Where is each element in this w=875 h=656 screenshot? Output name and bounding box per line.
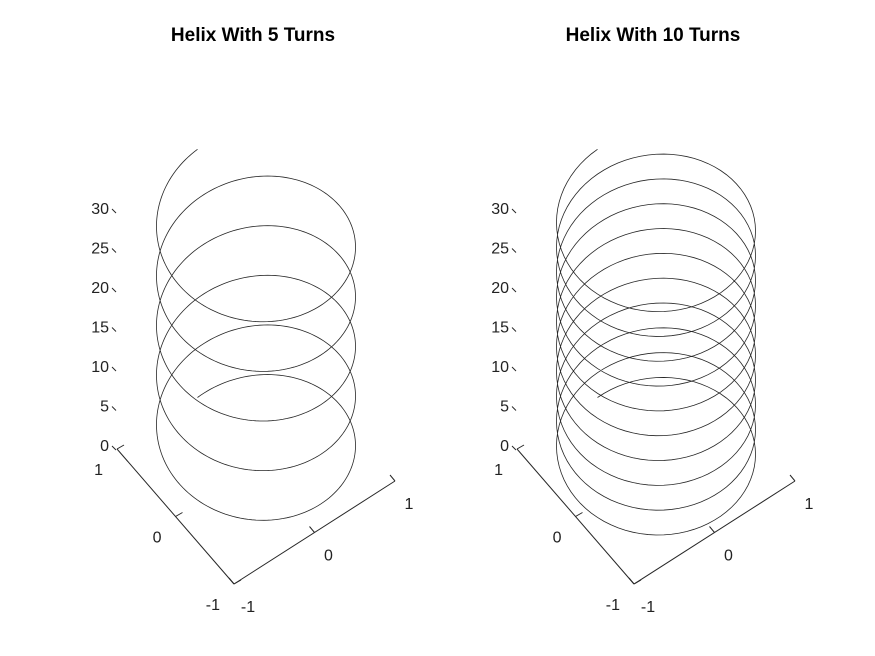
y-tick-mark bbox=[233, 579, 242, 585]
z-tick-label: 0 bbox=[100, 438, 109, 455]
z-tick-label: 20 bbox=[491, 280, 509, 297]
z-tick-mark bbox=[511, 248, 517, 253]
z-tick-mark bbox=[111, 327, 117, 332]
x-tick-label: 0 bbox=[724, 548, 733, 565]
z-tick-mark bbox=[111, 445, 117, 451]
x-tick-mark bbox=[309, 526, 315, 533]
chart-title: Helix With 10 Turns bbox=[566, 25, 741, 46]
x-tick-label: -1 bbox=[641, 599, 655, 616]
helix-line bbox=[556, 148, 756, 536]
z-tick-mark bbox=[511, 445, 517, 451]
z-tick-mark bbox=[511, 406, 517, 411]
x-tick-label: -1 bbox=[241, 599, 255, 616]
x-tick-mark bbox=[389, 474, 396, 482]
x-tick-mark bbox=[228, 577, 235, 585]
z-tick-label: 5 bbox=[100, 399, 109, 416]
z-tick-mark bbox=[111, 208, 117, 214]
x-tick-mark bbox=[789, 474, 796, 482]
z-tick-label: 10 bbox=[91, 359, 109, 376]
x-tick-label: 0 bbox=[324, 548, 333, 565]
y-tick-mark bbox=[175, 512, 183, 517]
y-tick-label: 0 bbox=[553, 530, 562, 547]
z-tick-label: 5 bbox=[500, 399, 509, 416]
y-tick-mark bbox=[633, 579, 642, 585]
x-tick-label: 1 bbox=[805, 496, 814, 513]
x-tick-label: 1 bbox=[405, 496, 414, 513]
z-tick-mark bbox=[511, 327, 517, 332]
y-tick-mark bbox=[516, 444, 525, 450]
z-tick-label: 25 bbox=[91, 241, 109, 258]
chart-title: Helix With 5 Turns bbox=[171, 25, 335, 46]
z-tick-mark bbox=[511, 287, 517, 293]
z-tick-label: 30 bbox=[91, 201, 109, 218]
z-tick-label: 0 bbox=[500, 438, 509, 455]
y-tick-mark bbox=[575, 512, 583, 517]
y-tick-label: 1 bbox=[494, 462, 503, 479]
z-tick-mark bbox=[111, 248, 117, 253]
y-tick-label: 0 bbox=[153, 530, 162, 547]
z-tick-label: 15 bbox=[491, 320, 509, 337]
z-tick-label: 25 bbox=[491, 241, 509, 258]
z-tick-label: 30 bbox=[491, 201, 509, 218]
z-tick-label: 20 bbox=[91, 280, 109, 297]
z-tick-mark bbox=[111, 287, 117, 293]
x-tick-mark bbox=[709, 526, 715, 533]
z-tick-mark bbox=[111, 366, 117, 372]
y-tick-label: -1 bbox=[606, 597, 620, 614]
y-tick-mark bbox=[116, 444, 125, 450]
y-tick-label: 1 bbox=[94, 462, 103, 479]
y-tick-label: -1 bbox=[206, 597, 220, 614]
z-tick-mark bbox=[111, 406, 117, 411]
helix-line bbox=[156, 148, 356, 521]
z-tick-label: 10 bbox=[491, 359, 509, 376]
x-tick-mark bbox=[628, 577, 635, 585]
z-tick-mark bbox=[511, 208, 517, 214]
z-tick-mark bbox=[511, 366, 517, 372]
z-tick-label: 15 bbox=[91, 320, 109, 337]
